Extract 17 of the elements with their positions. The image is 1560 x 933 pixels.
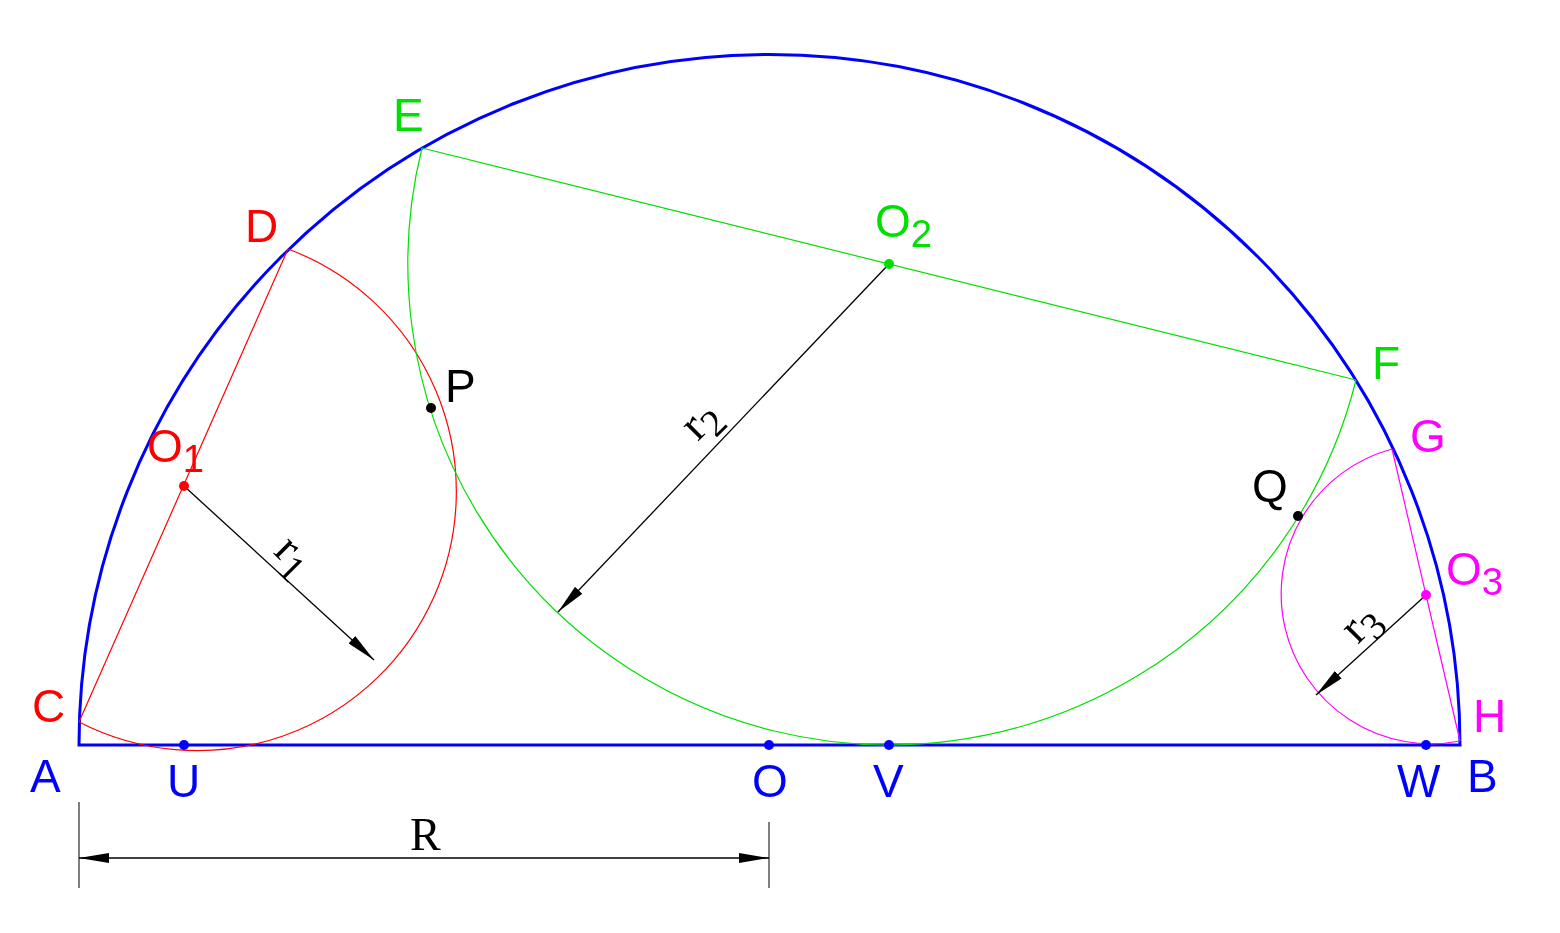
point-label: D — [245, 203, 279, 249]
point-label: W — [1397, 758, 1441, 804]
point-label: F — [1372, 340, 1401, 386]
dimension-label: R — [410, 812, 441, 858]
point-label: V — [873, 758, 904, 804]
point-label: U — [167, 758, 201, 804]
point-label: C — [32, 683, 66, 729]
point-label: E — [393, 92, 424, 138]
point-label: P — [445, 363, 476, 409]
point-label: O$_{2}$ — [875, 198, 933, 254]
point-label: O$_{3}$ — [1446, 546, 1504, 602]
point-label: G — [1410, 413, 1446, 459]
point-label: A — [30, 753, 61, 799]
point-label: O — [752, 758, 788, 804]
point-label: H — [1473, 693, 1507, 739]
point-label: B — [1467, 753, 1498, 799]
point-label: Q — [1252, 463, 1288, 509]
